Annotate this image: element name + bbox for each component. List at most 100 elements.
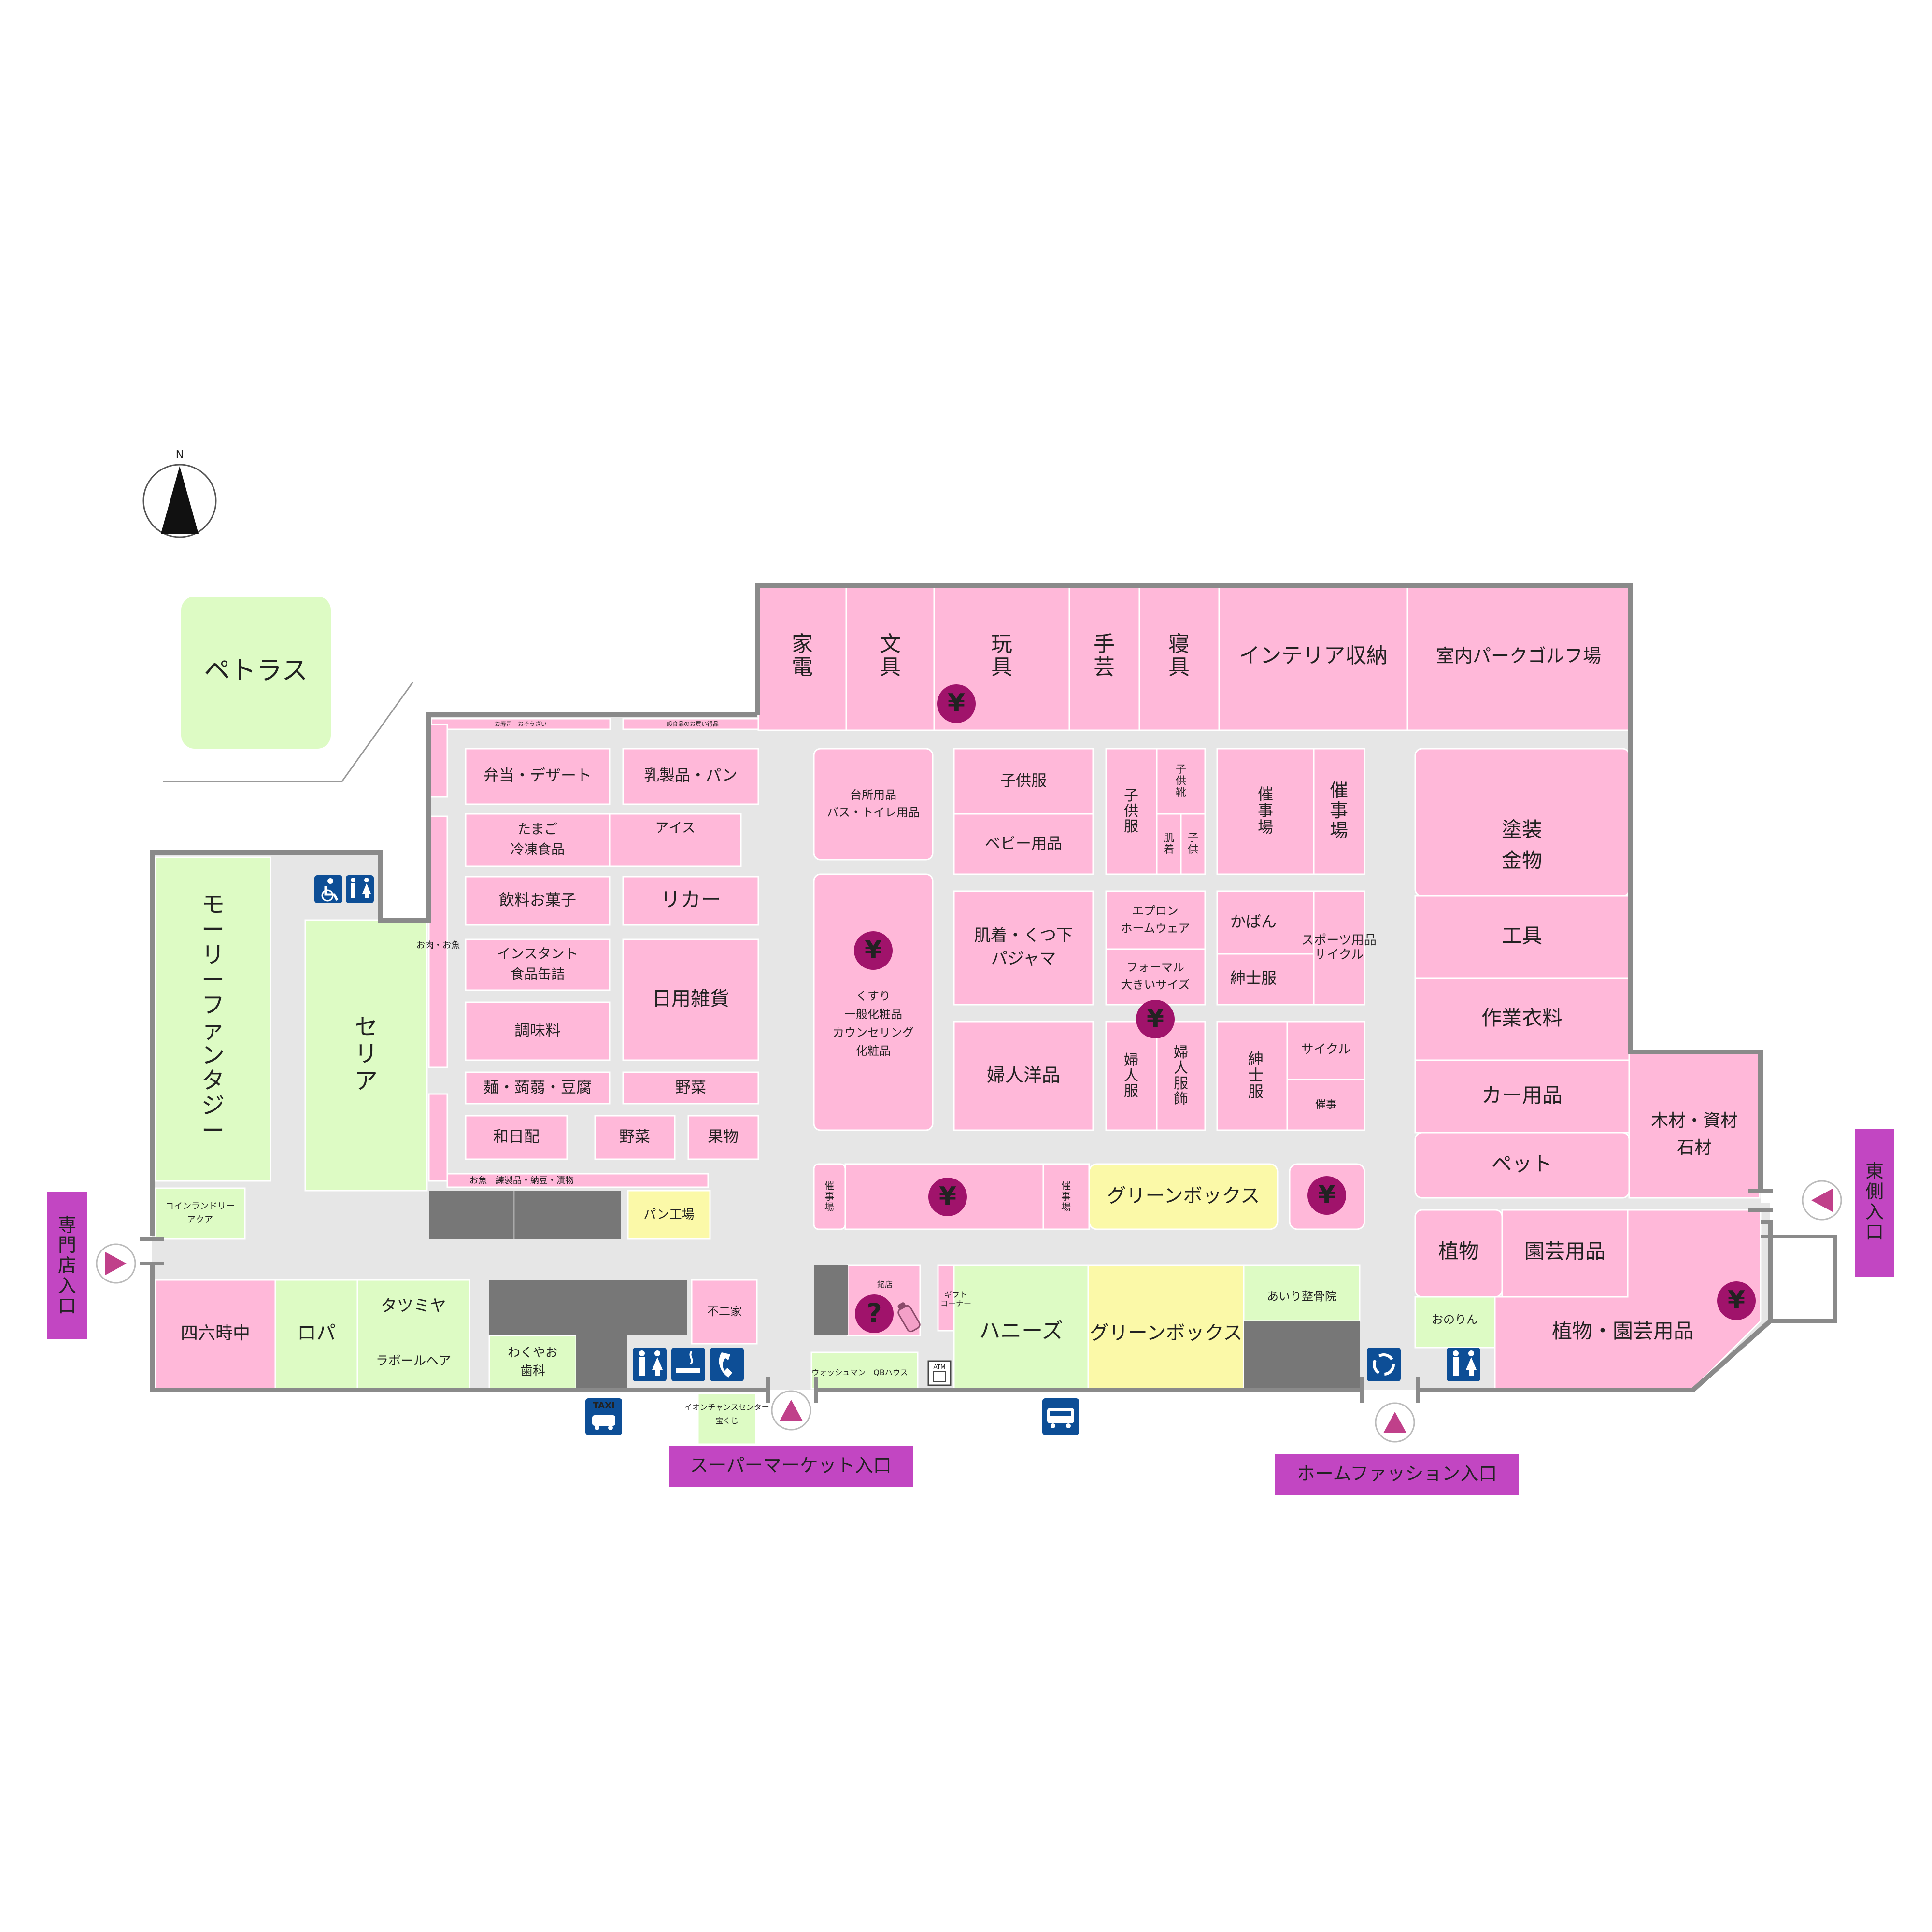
store-inryo[interactable] (465, 876, 611, 926)
store-engei[interactable] (1501, 1209, 1629, 1298)
atm-yen-icon[interactable]: ¥ (1717, 1281, 1756, 1320)
store-molly[interactable] (155, 856, 271, 1182)
atm-icon[interactable]: ATM (927, 1360, 952, 1386)
entrance-higashi[interactable]: 東側入口 (1855, 1129, 1894, 1277)
store-instant[interactable] (465, 938, 611, 991)
store-saiji1[interactable] (1216, 748, 1315, 875)
store-shiroku[interactable] (155, 1279, 276, 1390)
store-saiji3[interactable] (1286, 1079, 1365, 1131)
entrance-home-fashion[interactable]: ホームファッション入口 (1275, 1454, 1519, 1495)
store-baby[interactable] (953, 813, 1094, 875)
store-kodomo2[interactable] (1105, 748, 1158, 875)
entrance-supermarket[interactable]: スーパーマーケット入口 (669, 1446, 913, 1487)
store-wabi[interactable] (465, 1115, 568, 1160)
store-label: ベビー用品 (985, 834, 1062, 852)
store-label: フォーマル大きいサイズ (1121, 961, 1190, 992)
atm-yen-icon[interactable]: ¥ (928, 1178, 967, 1216)
info-icon[interactable]: ? (855, 1294, 894, 1333)
smoking-area-icon[interactable] (671, 1348, 705, 1381)
store-formal[interactable] (1105, 948, 1206, 1006)
store-kusuri[interactable] (813, 873, 934, 1131)
atm-yen-icon[interactable]: ¥ (1136, 1000, 1175, 1038)
store-cycle[interactable] (1286, 1021, 1365, 1080)
restroom-icon[interactable] (1447, 1348, 1480, 1381)
store-label: モーリーファンタジー (201, 891, 225, 1144)
atm-yen-icon[interactable]: ¥ (854, 931, 893, 970)
store-label: ロパ (297, 1322, 336, 1344)
taxi-label: TAXI (593, 1401, 614, 1411)
food-strip-left2[interactable] (428, 1093, 448, 1182)
store-kudamono[interactable] (687, 1115, 759, 1160)
entrance-senmonten[interactable]: 専門店入口 (47, 1192, 87, 1339)
store-kodomo-kutsu[interactable] (1156, 748, 1206, 815)
store-ice[interactable] (609, 813, 742, 867)
building-wall (755, 583, 1763, 1193)
entrance-label: 専門店入口 (58, 1214, 76, 1317)
store-tamago[interactable] (465, 813, 611, 867)
store-kodomo[interactable] (953, 748, 1094, 815)
store-petras[interactable] (181, 597, 331, 749)
wheelchair-icon[interactable] (314, 875, 342, 903)
store-liquor[interactable] (622, 876, 759, 926)
store-laundry[interactable] (155, 1187, 246, 1240)
store-osakana[interactable] (446, 1173, 709, 1188)
store-car[interactable] (1414, 1059, 1630, 1134)
recycle-icon[interactable] (1367, 1348, 1401, 1381)
store-kodomo3[interactable] (1180, 813, 1206, 875)
store-label: 一般食品のお買い得品 (661, 720, 719, 727)
store-saiji2[interactable] (1313, 748, 1365, 875)
store-bento[interactable] (465, 748, 611, 805)
store-yasai2[interactable] (594, 1115, 676, 1160)
store-washman[interactable] (810, 1351, 919, 1390)
store-fujiya[interactable] (691, 1279, 758, 1345)
phone-icon[interactable] (710, 1348, 744, 1381)
bus-icon[interactable] (1042, 1398, 1079, 1435)
store-seria[interactable] (304, 919, 428, 1192)
food-strip-left[interactable] (428, 724, 448, 798)
entrance-marker-icon[interactable] (1375, 1402, 1415, 1443)
store-men[interactable] (465, 1071, 611, 1105)
store-fujin-yohin[interactable] (953, 1021, 1094, 1131)
store-chomiryo[interactable] (465, 1001, 611, 1061)
store-yasai1[interactable] (622, 1071, 759, 1105)
store-fujin-fuku[interactable] (1105, 1021, 1158, 1131)
store-airi[interactable] (1243, 1264, 1361, 1322)
store-label: くすり一般化粧品カウンセリング化粧品 (833, 989, 914, 1058)
restroom-icon[interactable] (633, 1348, 667, 1381)
store-wakuyao[interactable] (488, 1335, 577, 1390)
store-label: セリア (355, 1013, 378, 1094)
store-green-box-1[interactable] (1088, 1163, 1279, 1230)
store-green-box-2[interactable] (1087, 1264, 1245, 1390)
taxi-icon[interactable]: TAXI (585, 1398, 622, 1435)
store-fujin-fukushoku[interactable] (1156, 1021, 1206, 1131)
entrance-marker-icon[interactable] (771, 1390, 811, 1431)
store-nichiyo[interactable] (622, 938, 759, 1061)
store-kaban[interactable] (1216, 890, 1315, 955)
atm-yen-icon[interactable]: ¥ (937, 684, 976, 723)
store-honeys[interactable] (953, 1264, 1089, 1390)
store-oniku[interactable] (428, 815, 448, 1068)
store-nyuseihin[interactable] (622, 748, 759, 805)
restroom-icon[interactable] (346, 875, 374, 903)
store-label: 文具 (880, 632, 901, 680)
store-daidokoro[interactable] (813, 748, 934, 861)
store-shinshi-bag[interactable] (1216, 953, 1315, 1006)
entrance-marker-icon[interactable] (96, 1243, 136, 1284)
food-strip-ippan[interactable] (622, 718, 759, 730)
atm-yen-icon[interactable]: ¥ (1307, 1176, 1346, 1215)
store-hadagi-ko[interactable] (1156, 813, 1182, 875)
store-sports[interactable] (1313, 890, 1365, 1006)
store-tatsumiya[interactable] (356, 1279, 470, 1390)
store-sagyo[interactable] (1414, 977, 1630, 1061)
yen-glyph: ¥ (865, 936, 882, 965)
store-pan-kojo[interactable] (627, 1190, 711, 1240)
store-hadagi[interactable] (953, 890, 1094, 1006)
entrance-marker-icon[interactable] (1802, 1180, 1842, 1221)
store-apron[interactable] (1105, 890, 1206, 950)
store-interior[interactable] (1218, 585, 1408, 731)
store-onorin[interactable] (1414, 1296, 1496, 1349)
store-label: インテリア収納 (1239, 643, 1388, 668)
store-mokuzai[interactable] (1628, 1052, 1761, 1199)
store-chance[interactable] (697, 1392, 757, 1445)
